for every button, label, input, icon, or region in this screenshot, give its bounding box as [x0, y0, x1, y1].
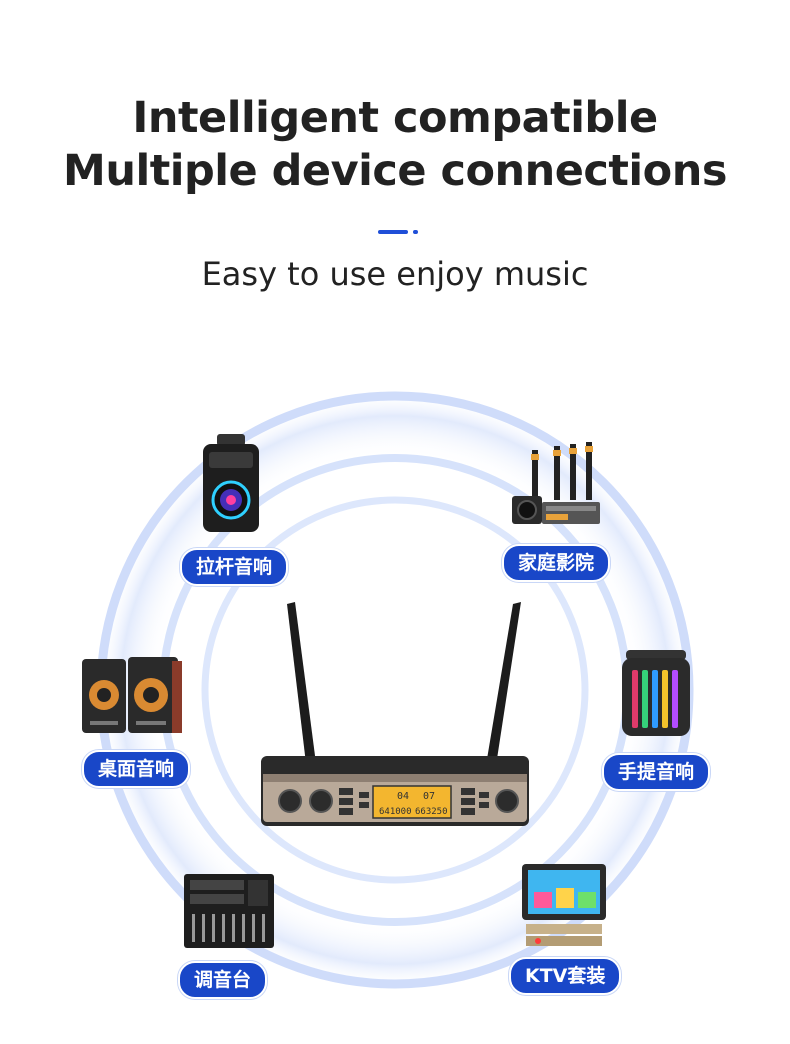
device-label-desktop-speakers: 桌面音响 [82, 750, 191, 788]
subtitle: Easy to use enjoy music [201, 255, 589, 293]
accent-dash [378, 230, 408, 234]
accent-dot [413, 230, 418, 234]
ktv-set-icon [522, 864, 606, 946]
display-top-right: 07 [423, 791, 435, 802]
trolley-speaker-icon [203, 434, 259, 532]
headline-line-1: Intelligent compatible [132, 93, 658, 143]
headline-line-2: Multiple device connections [63, 146, 727, 196]
mixer-console-icon [184, 874, 274, 948]
device-label-home-theater: 家庭影院 [502, 544, 611, 582]
wireless-receiver: 04 07 641000 663250 [261, 602, 529, 826]
display-top-left: 04 [397, 791, 409, 802]
device-label-trolley-speaker: 拉杆音响 [180, 548, 289, 586]
device-label-ktv-set: KTV套装 [509, 957, 622, 995]
desktop-speakers-icon [82, 657, 182, 733]
display-bottom-left: 641000 [379, 807, 412, 817]
portable-speaker-icon [622, 650, 690, 736]
device-label-portable-speaker: 手提音响 [602, 753, 711, 791]
device-label-mixer-console: 调音台 [178, 961, 268, 999]
home-theater-icon [512, 442, 600, 524]
display-bottom-right: 663250 [415, 807, 448, 817]
